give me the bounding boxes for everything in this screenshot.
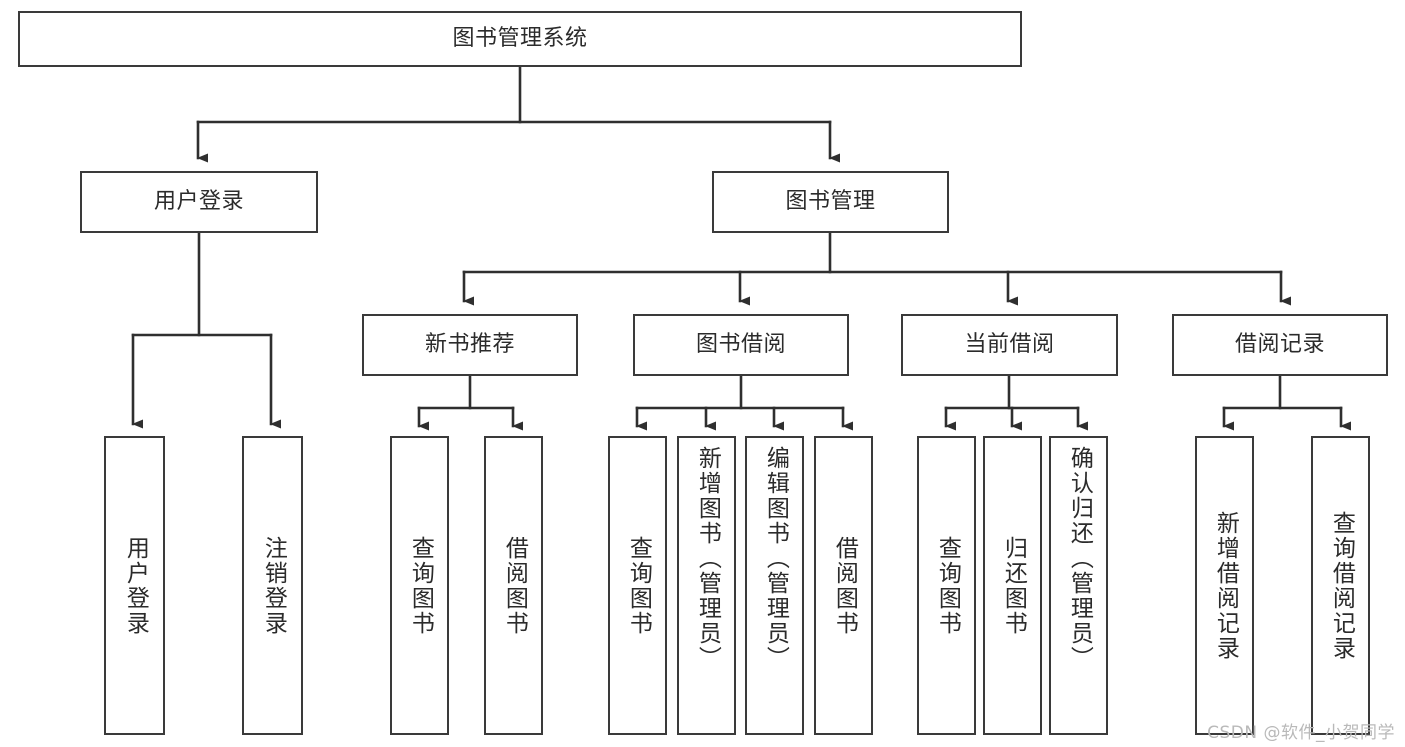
node-bookmgmt-label: 图书管理 bbox=[785, 189, 876, 215]
node-records-query-label: 查询借阅记录 bbox=[1328, 510, 1355, 661]
node-current[interactable]: 当前借阅 bbox=[901, 314, 1118, 376]
node-current-query-label: 查询图书 bbox=[934, 535, 961, 636]
node-bookmgmt[interactable]: 图书管理 bbox=[712, 171, 949, 233]
node-current-label: 当前借阅 bbox=[964, 332, 1055, 358]
node-newbook-label: 新书推荐 bbox=[424, 332, 515, 358]
node-login-label: 用户登录 bbox=[153, 189, 244, 215]
node-newbook-query-label: 查询图书 bbox=[407, 535, 434, 636]
node-current-return-label: 归还图书 bbox=[1000, 535, 1027, 636]
node-records-label: 借阅记录 bbox=[1234, 332, 1325, 358]
node-current-confirm[interactable]: 确认归还（管理员） bbox=[1049, 436, 1108, 735]
node-newbook-borrow-label: 借阅图书 bbox=[501, 535, 528, 636]
node-records-add-label: 新增借阅记录 bbox=[1212, 510, 1239, 661]
node-borrow-add-label: 新增图书（管理员） bbox=[694, 446, 721, 671]
node-borrow-query[interactable]: 查询图书 bbox=[608, 436, 667, 735]
node-borrow-query-label: 查询图书 bbox=[625, 535, 652, 636]
csdn-watermark: CSDN @软件_小贺同学 bbox=[1207, 723, 1395, 743]
node-borrow[interactable]: 图书借阅 bbox=[633, 314, 849, 376]
node-logout-do-label: 注销登录 bbox=[260, 535, 287, 636]
node-login-do-label: 用户登录 bbox=[122, 535, 149, 636]
node-root[interactable]: 图书管理系统 bbox=[18, 11, 1022, 67]
node-records-query[interactable]: 查询借阅记录 bbox=[1311, 436, 1370, 735]
node-root-label: 图书管理系统 bbox=[452, 26, 588, 52]
node-borrow-edit[interactable]: 编辑图书（管理员） bbox=[745, 436, 804, 735]
node-current-query[interactable]: 查询图书 bbox=[917, 436, 976, 735]
node-login-do[interactable]: 用户登录 bbox=[104, 436, 165, 735]
node-borrow-edit-label: 编辑图书（管理员） bbox=[762, 446, 789, 671]
node-newbook[interactable]: 新书推荐 bbox=[362, 314, 578, 376]
node-current-confirm-label: 确认归还（管理员） bbox=[1066, 446, 1093, 671]
node-newbook-borrow[interactable]: 借阅图书 bbox=[484, 436, 543, 735]
node-borrow-lend[interactable]: 借阅图书 bbox=[814, 436, 873, 735]
node-records[interactable]: 借阅记录 bbox=[1172, 314, 1388, 376]
node-login[interactable]: 用户登录 bbox=[80, 171, 318, 233]
node-newbook-query[interactable]: 查询图书 bbox=[390, 436, 449, 735]
node-current-return[interactable]: 归还图书 bbox=[983, 436, 1042, 735]
node-logout-do[interactable]: 注销登录 bbox=[242, 436, 303, 735]
node-borrow-lend-label: 借阅图书 bbox=[831, 535, 858, 636]
node-records-add[interactable]: 新增借阅记录 bbox=[1195, 436, 1254, 735]
node-borrow-label: 图书借阅 bbox=[695, 332, 786, 358]
node-borrow-add[interactable]: 新增图书（管理员） bbox=[677, 436, 736, 735]
